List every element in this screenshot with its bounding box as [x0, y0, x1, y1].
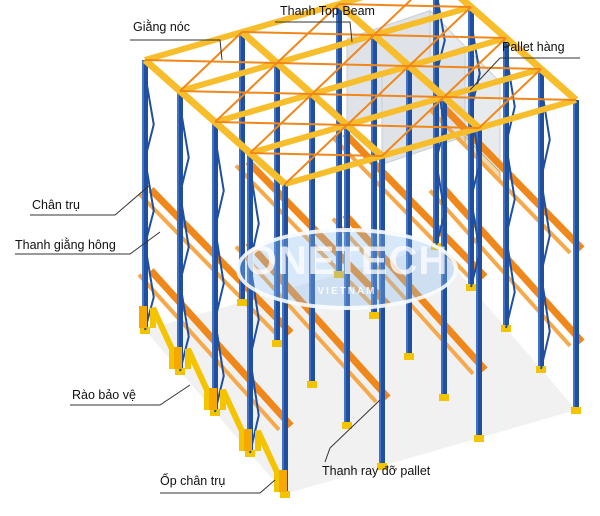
top-bracing	[373, 0, 413, 36]
guard-rail	[185, 347, 210, 410]
column-foot	[571, 407, 581, 414]
label-giang-noc: Giằng nóc	[133, 20, 190, 34]
side-bracing	[213, 136, 225, 413]
top-bracing	[249, 93, 313, 154]
top-beam	[179, 4, 472, 94]
column-protector	[209, 388, 217, 410]
column-foot	[175, 368, 185, 375]
column-protector	[279, 470, 287, 492]
column-foot	[237, 299, 247, 306]
label-giang-hong: Thanh giằng hông	[15, 238, 116, 252]
top-bracing	[179, 31, 243, 92]
column-foot	[439, 394, 449, 401]
column-foot	[536, 366, 546, 373]
top-bracing	[346, 65, 410, 126]
pallet-rail	[148, 268, 294, 429]
watermark-main: ONETECH	[245, 239, 449, 283]
side-bracing	[248, 167, 260, 454]
column-protector	[139, 306, 147, 328]
column-foot	[404, 353, 414, 360]
pallet-rail	[428, 189, 572, 348]
label-op-chan-tru: Ốp chân trụ	[160, 474, 226, 488]
pallet-rail	[439, 184, 585, 345]
label-rao-bao-ve: Rào bảo vệ	[72, 388, 136, 402]
column-foot	[280, 491, 290, 498]
guard-rail	[220, 388, 245, 451]
side-bracing	[539, 83, 551, 370]
top-bracing	[284, 124, 348, 185]
column-foot	[245, 450, 255, 457]
top-beam	[284, 97, 577, 187]
column-foot	[501, 325, 511, 332]
column-protector	[174, 347, 182, 369]
column-foot	[210, 409, 220, 416]
column-foot	[272, 340, 282, 347]
pallet-rail	[137, 192, 281, 339]
column-foot	[377, 463, 387, 470]
top-bracing	[381, 96, 445, 157]
side-bracing	[178, 104, 190, 372]
watermark-sub: VIETNAM	[317, 286, 377, 297]
column-foot	[307, 381, 317, 388]
side-bracing	[504, 52, 516, 329]
top-bracing	[408, 6, 472, 67]
pallet-rail	[137, 273, 281, 432]
column-foot	[466, 284, 476, 291]
label-thanh-ray: Thanh ray đỡ pallet	[322, 464, 431, 478]
guard-rail	[150, 306, 175, 369]
top-bracing	[311, 34, 375, 95]
top-bracing	[214, 62, 278, 123]
column-foot	[140, 327, 150, 334]
watermark-logo: ONETECH VIETNAM	[236, 228, 458, 310]
column-foot	[369, 312, 379, 319]
label-chan-tru: Chân trụ	[32, 198, 80, 212]
column-foot	[342, 422, 352, 429]
column-foot	[474, 435, 484, 442]
guard-rail	[255, 429, 280, 492]
side-bracing	[143, 73, 155, 331]
label-top-beam: Thanh Top Beam	[280, 4, 375, 18]
label-pallet: Pallet hàng	[502, 40, 565, 54]
column-protector	[244, 429, 252, 451]
top-beam	[214, 35, 507, 125]
